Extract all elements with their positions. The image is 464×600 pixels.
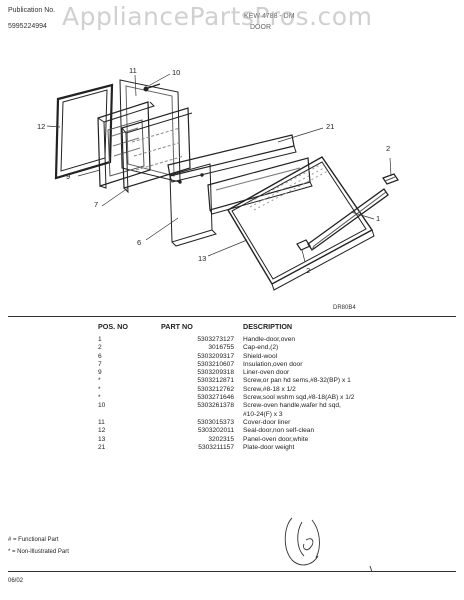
part-cell — [139, 411, 243, 419]
callout-2-bottom: 2 — [306, 266, 311, 275]
part-cell: 5303202011 — [197, 427, 234, 435]
pos-cell — [98, 411, 139, 419]
part-cell: 5303209318 — [197, 369, 234, 377]
note-functional-part: # = Functional Part — [8, 537, 59, 543]
pos-cell: * — [98, 394, 101, 402]
table-row: 10 5303261378 Screw-oven handle,wafer hd s… — [98, 402, 443, 410]
desc-cell: Panel-oven door,white — [243, 435, 309, 443]
part-cell: 5303015373 — [197, 418, 234, 426]
table-row: 2 3016755 Cap-end,(2) — [98, 344, 443, 352]
pos-cell: 6 — [98, 352, 102, 360]
section-fragment: DOOR — [250, 24, 271, 31]
part-cell: 5303273127 — [197, 336, 234, 343]
publication-number: 5995224994 — [8, 23, 47, 30]
part-21-plate — [167, 134, 297, 183]
table-row: 6 5303209317 Shield-wool — [98, 353, 443, 361]
revision-date: 06/02 — [8, 578, 24, 584]
part-1-handle — [307, 188, 389, 251]
parts-table-header: POS. NO PART NO DESCRIPTION — [98, 322, 443, 336]
callout-13: 13 — [198, 254, 207, 263]
col-part-no: PART NO — [161, 322, 193, 331]
pos-cell: * — [98, 385, 101, 393]
callout-7: 7 — [94, 200, 99, 209]
desc-cell: Shield-wool — [243, 352, 278, 360]
pos-cell: 9 — [98, 369, 102, 377]
desc-cell: Cap-end,(2) — [243, 344, 279, 352]
desc-cell: Liner-oven door — [243, 369, 290, 377]
table-row: 21 5303211157 Plate-door weight — [98, 444, 443, 452]
parts-table: POS. NO PART NO DESCRIPTION 1 5303273127 H… — [98, 322, 443, 452]
part-10-screw — [143, 83, 161, 92]
callout-11: 11 — [129, 66, 137, 75]
part-cell: 5303211157 — [198, 443, 234, 451]
col-description: DESCRIPTION — [243, 322, 293, 331]
watermark: AppliancePartsPros.com — [62, 2, 373, 31]
table-row: 13 3202315 Panel-oven door,white — [98, 436, 443, 444]
table-row: 9 5303209318 Liner-oven door — [98, 369, 443, 377]
part-cell: 5303209317 — [197, 352, 234, 360]
publication-label: Publication No. — [8, 7, 56, 14]
part-cell: 5303212871 — [197, 377, 234, 385]
footer-divider — [8, 571, 456, 572]
table-row: 7 5303210607 Insulation,oven door — [98, 361, 443, 369]
table-row: 1 5303273127 Handle-door,oven — [98, 336, 443, 344]
pos-cell: 13 — [98, 435, 106, 443]
diagram-code: DR80B4 — [333, 305, 356, 311]
table-row: #10-24(F) x 3 — [98, 411, 443, 419]
callout-1: 1 — [376, 214, 381, 223]
part-cell: 3202315 — [208, 435, 234, 443]
callout-9: 9 — [66, 172, 71, 181]
callout-6: 6 — [137, 238, 142, 247]
callout-21: 21 — [326, 122, 335, 131]
part-cell: 5303271646 — [197, 394, 234, 402]
desc-cell: Handle-door,oven — [243, 336, 296, 343]
part-cell: 5303210607 — [197, 360, 234, 368]
part-2-end-cap-bottom — [296, 239, 311, 251]
desc-cell: Screw,sool wshm sqd,#8-18(AB) x 1/2 — [243, 394, 355, 402]
pos-cell: 1 — [98, 336, 102, 343]
desc-cell: Insulation,oven door — [243, 360, 303, 368]
part-cell: 5303261378 — [197, 402, 234, 410]
part-12-seal — [54, 83, 114, 180]
table-row: * 5303271646 Screw,sool wshm sqd,#8-18(AB)… — [98, 394, 443, 402]
pos-cell: 7 — [98, 360, 102, 368]
callout-12: 12 — [37, 122, 46, 131]
table-row: 11 5303015373 Cover-door liner — [98, 419, 443, 427]
pos-cell: * — [98, 377, 101, 385]
col-pos-no: POS. NO — [98, 322, 128, 331]
exploded-door-diagram — [46, 73, 399, 291]
table-row: * 5303212871 Screw,or pan hd sems,#8-32(BP… — [98, 377, 443, 385]
pos-cell: 21 — [98, 443, 106, 451]
table-row: * 5303212762 Screw,#8-18 x 1/2 — [98, 386, 443, 394]
pos-cell: 2 — [98, 344, 102, 352]
part-6-shield — [169, 163, 217, 247]
model-fragment: KEW 4788 - DM — [244, 13, 295, 20]
part-cell: 3016755 — [208, 344, 234, 352]
desc-cell: Screw,or pan hd sems,#8-32(BP) x 1 — [243, 377, 351, 385]
desc-cell: Screw-oven handle,wafer hd sqd, — [243, 402, 341, 410]
desc-cell: Seal-door,non self-clean — [243, 427, 315, 435]
table-row: 12 5303202011 Seal-door,non self-clean — [98, 427, 443, 435]
door-glass — [207, 157, 313, 215]
desc-cell: Screw,#8-18 x 1/2 — [243, 385, 296, 393]
section-divider — [8, 316, 456, 317]
part-7-insulation — [121, 107, 193, 194]
part-2-end-cap-top — [382, 173, 399, 185]
part-13-door-panel — [227, 156, 375, 291]
callout-10: 10 — [172, 68, 181, 77]
pos-cell: 12 — [98, 427, 106, 435]
pos-cell: 11 — [98, 418, 105, 426]
pos-cell: 10 — [98, 402, 106, 410]
part-cell: 5303212762 — [197, 385, 234, 393]
callout-2-top: 2 — [386, 144, 391, 153]
desc-cell: #10-24(F) x 3 — [243, 410, 283, 418]
desc-cell: Plate-door weight — [243, 443, 295, 451]
note-non-illustrated-part: * = Non-Illustrated Part — [8, 549, 69, 555]
desc-cell: Cover-door liner — [243, 418, 291, 426]
